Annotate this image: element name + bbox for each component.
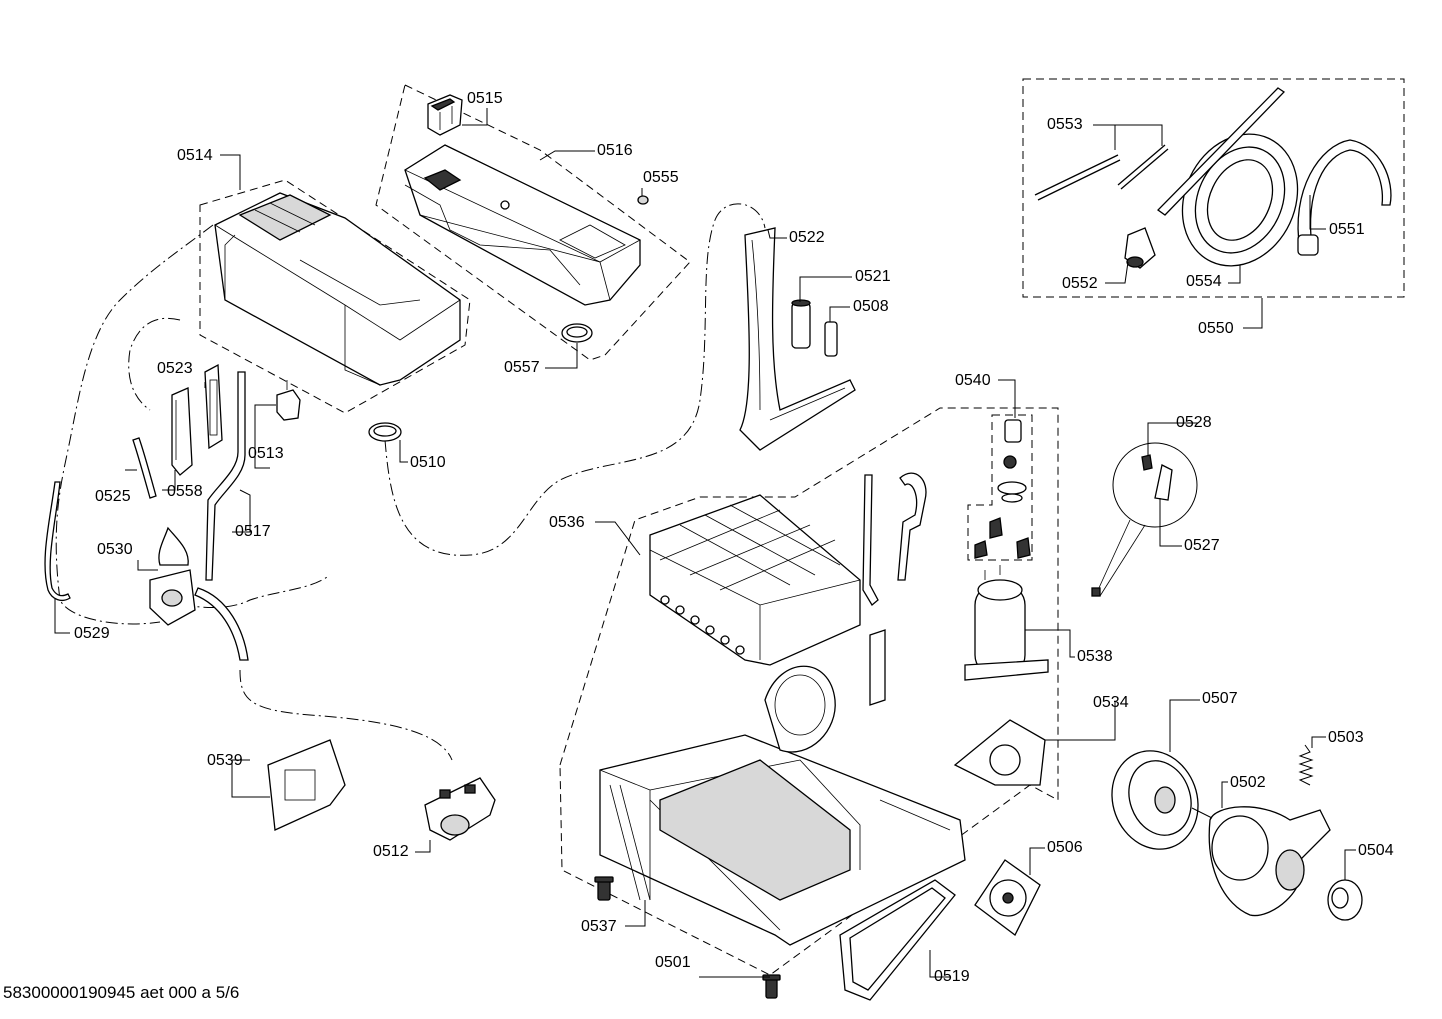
- label-0550[interactable]: 0550: [1198, 320, 1234, 337]
- part-0515[interactable]: [427, 94, 463, 136]
- hose-route-left: [55, 224, 214, 625]
- part-0551[interactable]: [1297, 139, 1392, 256]
- part-0552[interactable]: [1124, 227, 1156, 269]
- group-base-boundary: [559, 407, 1059, 976]
- label-0503[interactable]: 0503: [1328, 729, 1364, 746]
- label-0508[interactable]: 0508: [853, 298, 889, 315]
- part-0558[interactable]: [171, 387, 193, 476]
- label-0536[interactable]: 0536: [549, 514, 585, 531]
- label-0540[interactable]: 0540: [955, 372, 991, 389]
- label-0512[interactable]: 0512: [373, 843, 409, 860]
- label-0534[interactable]: 0534: [1093, 694, 1129, 711]
- document-code: 58300000190945 aet 000 a 5/6: [3, 983, 240, 1002]
- part-0536[interactable]: [649, 494, 861, 666]
- part-0501[interactable]: [762, 974, 781, 999]
- hose-route-right: [384, 203, 766, 556]
- label-0528[interactable]: 0528: [1176, 414, 1212, 431]
- part-0504[interactable]: [1327, 879, 1363, 921]
- part-pipe[interactable]: [862, 472, 927, 606]
- label-0515[interactable]: 0515: [467, 90, 503, 107]
- part-0555[interactable]: [637, 195, 649, 205]
- hose-route-bottom: [159, 574, 453, 761]
- label-0507[interactable]: 0507: [1202, 690, 1238, 707]
- part-0525[interactable]: [132, 437, 157, 499]
- part-0508[interactable]: [824, 321, 838, 357]
- label-0517[interactable]: 0517: [235, 523, 271, 540]
- group-0516-boundary: [375, 84, 691, 361]
- label-0553[interactable]: 0553: [1047, 116, 1083, 133]
- leader-lines: [54, 108, 1356, 978]
- part-0537[interactable]: [594, 876, 614, 901]
- part-0538[interactable]: [964, 565, 1049, 681]
- part-0534[interactable]: [953, 719, 1046, 786]
- part-0529[interactable]: [44, 481, 71, 601]
- label-0525[interactable]: 0525: [95, 488, 131, 505]
- label-0521[interactable]: 0521: [855, 268, 891, 285]
- label-0513[interactable]: 0513: [248, 445, 284, 462]
- part-0553[interactable]: [1034, 144, 1169, 201]
- label-0502[interactable]: 0502: [1230, 774, 1266, 791]
- label-0558[interactable]: 0558: [167, 483, 203, 500]
- label-0510[interactable]: 0510: [410, 454, 446, 471]
- label-0522[interactable]: 0522: [789, 229, 825, 246]
- label-0552[interactable]: 0552: [1062, 275, 1098, 292]
- part-0530[interactable]: [149, 526, 249, 661]
- label-0523[interactable]: 0523: [157, 360, 193, 377]
- group-0550-box: [1022, 78, 1405, 298]
- label-0557[interactable]: 0557: [504, 359, 540, 376]
- part-0506[interactable]: [974, 859, 1041, 936]
- part-0521[interactable]: [791, 299, 811, 349]
- part-base-housing[interactable]: [599, 629, 966, 946]
- part-0514[interactable]: [214, 192, 461, 386]
- part-0513[interactable]: [276, 380, 301, 421]
- part-0540[interactable]: [967, 414, 1033, 561]
- part-0516[interactable]: [404, 144, 641, 306]
- label-0527[interactable]: 0527: [1184, 537, 1220, 554]
- part-0539[interactable]: [267, 739, 346, 831]
- part-0517[interactable]: [205, 371, 246, 581]
- label-0530[interactable]: 0530: [97, 541, 133, 558]
- label-0506[interactable]: 0506: [1047, 839, 1083, 856]
- part-0502[interactable]: [1191, 806, 1331, 917]
- label-0501[interactable]: 0501: [655, 954, 691, 971]
- label-0514[interactable]: 0514: [177, 147, 213, 164]
- label-0554[interactable]: 0554: [1186, 273, 1222, 290]
- part-0523[interactable]: [204, 363, 223, 450]
- label-0551[interactable]: 0551: [1329, 221, 1365, 238]
- label-0555[interactable]: 0555: [643, 169, 679, 186]
- part-0510[interactable]: [368, 422, 402, 442]
- part-0528-0527[interactable]: [1091, 442, 1198, 597]
- hose-route-small: [128, 317, 181, 411]
- label-0529[interactable]: 0529: [74, 625, 110, 642]
- label-0539[interactable]: 0539: [207, 752, 243, 769]
- part-0554[interactable]: [1157, 87, 1319, 285]
- label-0538[interactable]: 0538: [1077, 648, 1113, 665]
- part-0503[interactable]: [1298, 744, 1314, 786]
- label-0516[interactable]: 0516: [597, 142, 633, 159]
- label-0504[interactable]: 0504: [1358, 842, 1394, 859]
- part-0522[interactable]: [739, 227, 856, 451]
- group-0514-boundary: [199, 179, 471, 414]
- label-0537[interactable]: 0537: [581, 918, 617, 935]
- part-0557[interactable]: [561, 323, 593, 343]
- part-0507[interactable]: [1098, 739, 1211, 862]
- part-0512[interactable]: [424, 777, 496, 841]
- part-0519[interactable]: [839, 879, 956, 1001]
- label-0519[interactable]: 0519: [934, 968, 970, 985]
